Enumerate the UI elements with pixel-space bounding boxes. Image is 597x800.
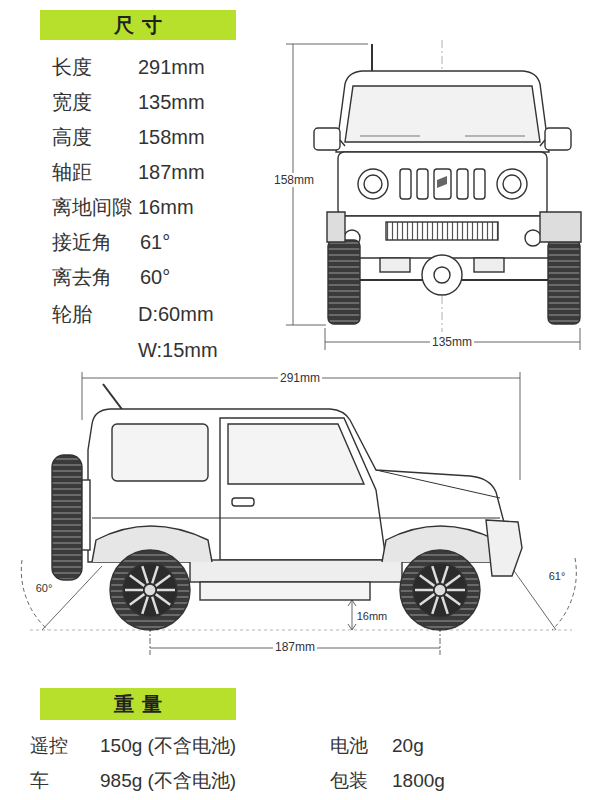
spec-value: 61° [140, 230, 170, 254]
hub [144, 584, 156, 596]
spec-name: 离去角 [52, 265, 112, 289]
wheel [400, 550, 480, 630]
spec-value: D:60mm [138, 302, 214, 326]
spec-name: 高度 [52, 125, 92, 149]
spoke [152, 597, 158, 614]
dimension-label: 135mm [430, 335, 474, 349]
spoke [156, 594, 171, 605]
section-title: 尺寸 [106, 12, 170, 39]
spoke [442, 597, 448, 614]
spec-name: 轮胎 [52, 302, 92, 326]
dimension-label: 291mm [278, 371, 322, 385]
spec-value: 158mm [138, 125, 205, 149]
spoke [420, 575, 435, 586]
spoke [142, 566, 148, 583]
side-view [52, 384, 522, 630]
spec-value: 135mm [138, 90, 205, 114]
spec-value: 16mm [138, 195, 194, 219]
spoke [142, 597, 148, 614]
dimension-lines [286, 44, 580, 350]
spoke [130, 594, 145, 605]
spec-value: W:15mm [138, 338, 218, 362]
spec-value: 187mm [138, 160, 205, 184]
spoke [130, 575, 145, 586]
angle-label: 61° [547, 570, 568, 583]
spoke [157, 589, 175, 592]
weight-name: 遥控 [30, 735, 68, 758]
weight-value: 150g (不含电池) [100, 735, 236, 758]
tire [400, 550, 480, 630]
spoke [446, 575, 461, 586]
dimension-label: 16mm [355, 610, 390, 623]
spoke [432, 566, 438, 583]
hub [434, 584, 446, 596]
weight-name: 包装 [330, 770, 368, 793]
spec-value: 60° [140, 265, 170, 289]
spoke [420, 594, 435, 605]
front-view [314, 40, 581, 332]
spec-name: 长度 [52, 55, 92, 79]
weight-value: 1800g [392, 770, 445, 793]
spoke [152, 566, 158, 583]
dimension-lines [21, 372, 576, 655]
spec-name: 离地间隙 [52, 195, 132, 219]
rim [123, 563, 177, 617]
spoke [415, 589, 433, 592]
weight-value: 20g [392, 735, 424, 758]
spec-name: 接近角 [52, 230, 112, 254]
spec-name: 轴距 [52, 160, 92, 184]
spoke [432, 597, 438, 614]
section-header-band: 重量 [40, 688, 236, 720]
weight-value: 985g (不含电池) [100, 770, 236, 793]
wheel [110, 550, 190, 630]
dimension-label: 158mm [272, 173, 316, 187]
spoke [156, 575, 171, 586]
spoke [447, 589, 465, 592]
spoke [446, 594, 461, 605]
spec-value: 291mm [138, 55, 205, 79]
dimension-label: 187mm [273, 640, 317, 654]
weight-name: 电池 [330, 735, 368, 758]
section-title: 重量 [106, 691, 170, 718]
angle-label: 60° [34, 582, 55, 595]
tire [110, 550, 190, 630]
spoke [442, 566, 448, 583]
section-header-band: 尺寸 [40, 10, 236, 40]
weight-name: 车 [30, 770, 49, 793]
spoke [125, 589, 143, 592]
spec-name: 宽度 [52, 90, 92, 114]
rim [413, 563, 467, 617]
